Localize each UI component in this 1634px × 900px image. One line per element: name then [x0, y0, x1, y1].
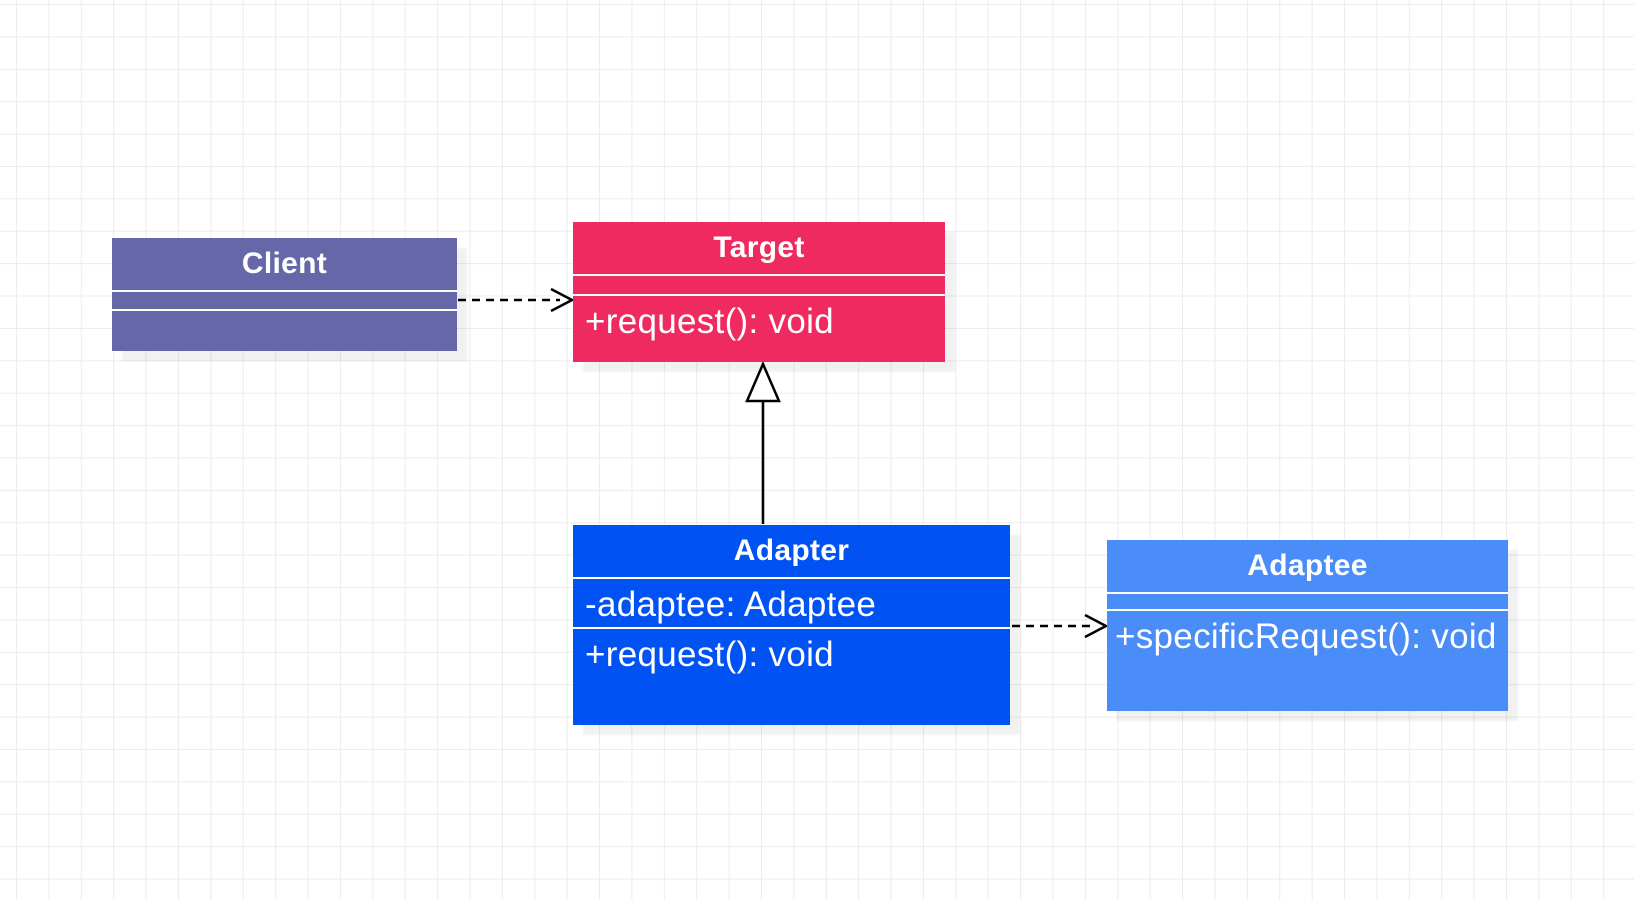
- methods-compartment-adapter: +request(): void: [573, 627, 1010, 725]
- methods-compartment-adaptee: +specificRequest(): void: [1107, 609, 1508, 711]
- class-title-adapter: Adapter: [733, 534, 850, 567]
- attributes-compartment-adaptee: [1107, 592, 1508, 609]
- method-adaptee-specific-request: +specificRequest(): void: [1115, 617, 1497, 656]
- attributes-compartment-client: [112, 290, 457, 309]
- method-target-request: +request(): void: [585, 302, 834, 341]
- attributes-compartment-adapter: -adaptee: Adaptee: [573, 577, 1010, 627]
- attribute-adapter-adaptee: -adaptee: Adaptee: [585, 585, 877, 624]
- method-adapter-request: +request(): void: [585, 635, 834, 674]
- class-title-client: Client: [241, 247, 328, 280]
- class-box-client[interactable]: Client: [112, 238, 457, 351]
- realization-arrow-adapter-target[interactable]: [745, 360, 781, 524]
- class-box-adapter[interactable]: Adapter -adaptee: Adaptee +request(): vo…: [573, 525, 1010, 725]
- class-box-adaptee[interactable]: Adaptee +specificRequest(): void: [1107, 540, 1508, 711]
- class-title-adaptee: Adaptee: [1247, 549, 1368, 582]
- methods-compartment-target: +request(): void: [573, 294, 945, 362]
- methods-compartment-client: [112, 309, 457, 351]
- dependency-arrow-client-target[interactable]: [458, 287, 575, 313]
- attributes-compartment-target: [573, 274, 945, 294]
- class-box-target[interactable]: Target +request(): void: [573, 222, 945, 362]
- dependency-arrow-adapter-adaptee[interactable]: [1012, 613, 1109, 639]
- class-title-target: Target: [713, 231, 805, 264]
